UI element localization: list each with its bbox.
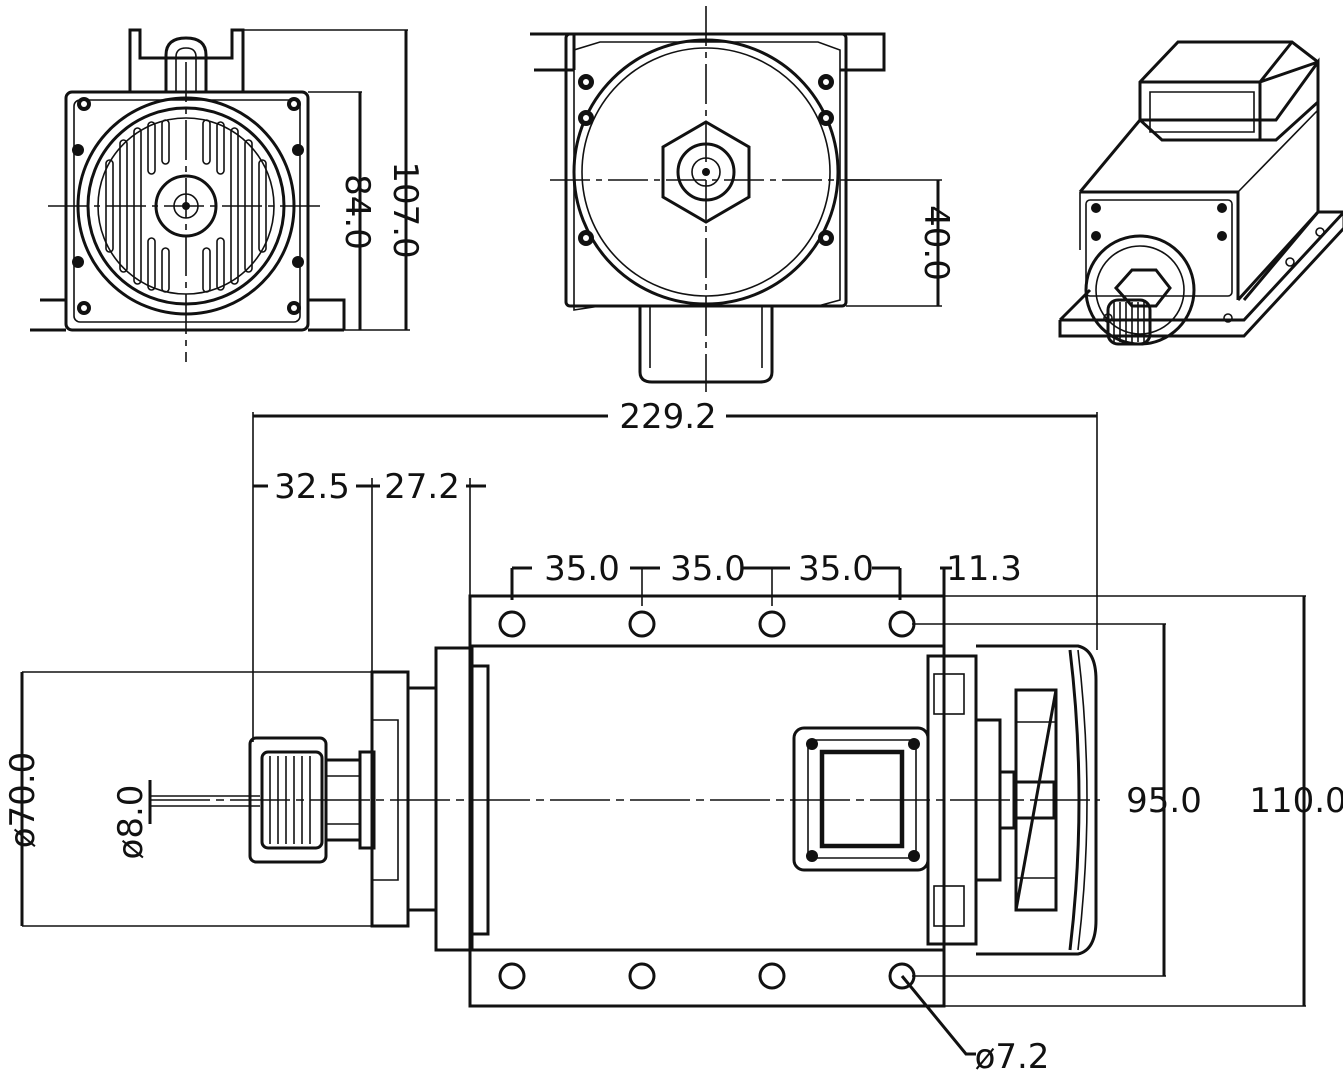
body-diameter-label: ø70.0 — [3, 752, 43, 849]
rear-hole-offset-label: 11.3 — [946, 549, 1022, 589]
overall-length-label: 229.2 — [619, 397, 716, 437]
hole-pitch-3-label: 35.0 — [798, 549, 874, 589]
shaft-diameter-label: ø8.0 — [111, 785, 151, 860]
front-view — [30, 28, 410, 362]
hole-pitch-2-label: 35.0 — [670, 549, 746, 589]
front-box-label: 84.0 — [337, 174, 377, 250]
flange-offset-label: 27.2 — [384, 467, 460, 507]
base-width-label: 110.0 — [1249, 781, 1343, 821]
side-view — [20, 412, 1306, 1056]
front-height-label: 107.0 — [385, 161, 425, 258]
hole-diameter-label: ø7.2 — [975, 1037, 1050, 1077]
rear-view — [530, 6, 942, 392]
hole-pitch-1-label: 35.0 — [544, 549, 620, 589]
axis-height-label: 40.0 — [916, 205, 956, 281]
front-offset-label: 32.5 — [274, 467, 350, 507]
hole-spacing-label: 95.0 — [1126, 781, 1202, 821]
isometric-view — [1058, 40, 1343, 346]
